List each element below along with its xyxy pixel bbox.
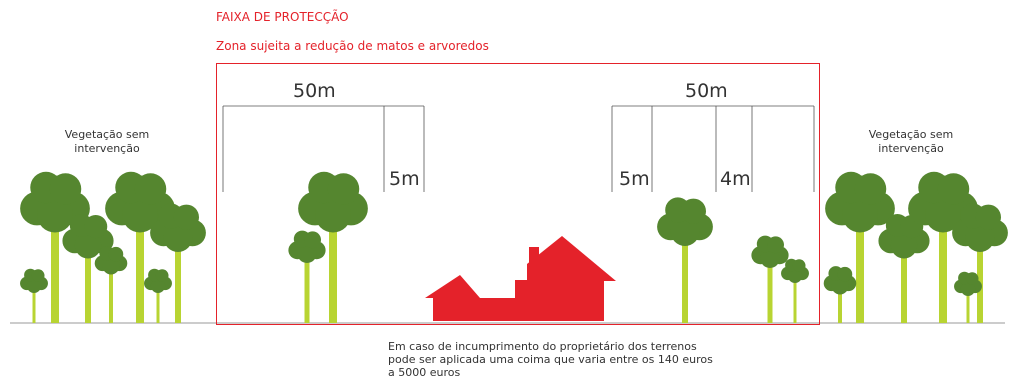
right-inner-distance-b: 4m — [720, 168, 751, 190]
tree-icon — [751, 235, 789, 323]
tree-icon — [288, 230, 326, 323]
left-measure-bracket — [222, 105, 425, 192]
left-inner-distance: 5m — [389, 168, 420, 190]
zone-subtitle: Zona sujeita a redução de matos e arvore… — [216, 39, 489, 53]
fine-note: Em caso de incumprimento do proprietário… — [388, 340, 713, 379]
tree-icon — [954, 271, 982, 323]
tree-icon — [150, 203, 206, 323]
tree-icon — [105, 171, 175, 323]
tree-icon — [952, 203, 1008, 323]
tree-icon — [94, 246, 128, 323]
tree-icon — [781, 258, 809, 323]
right-inner-distance-a: 5m — [619, 168, 650, 190]
tree-icon — [878, 213, 930, 323]
house-icon — [425, 236, 616, 321]
right-vegetation-label: Vegetação sem intervenção — [868, 128, 954, 155]
protection-zone-boundary — [216, 63, 820, 325]
tree-icon — [144, 268, 172, 323]
tree-icon — [298, 171, 368, 323]
left-total-distance: 50m — [293, 80, 336, 102]
left-vegetation-label: Vegetação sem intervenção — [64, 128, 150, 155]
tree-icon — [825, 171, 895, 323]
trees-group — [20, 171, 1008, 323]
tree-icon — [823, 266, 857, 323]
tree-icon — [908, 171, 978, 323]
zone-title: FAIXA DE PROTECÇÃO — [216, 10, 349, 24]
tree-icon — [20, 268, 48, 323]
right-measure-bracket — [611, 105, 815, 192]
right-total-distance: 50m — [685, 80, 728, 102]
tree-icon — [657, 197, 713, 323]
tree-icon — [62, 213, 114, 323]
house-chimney — [529, 247, 539, 267]
